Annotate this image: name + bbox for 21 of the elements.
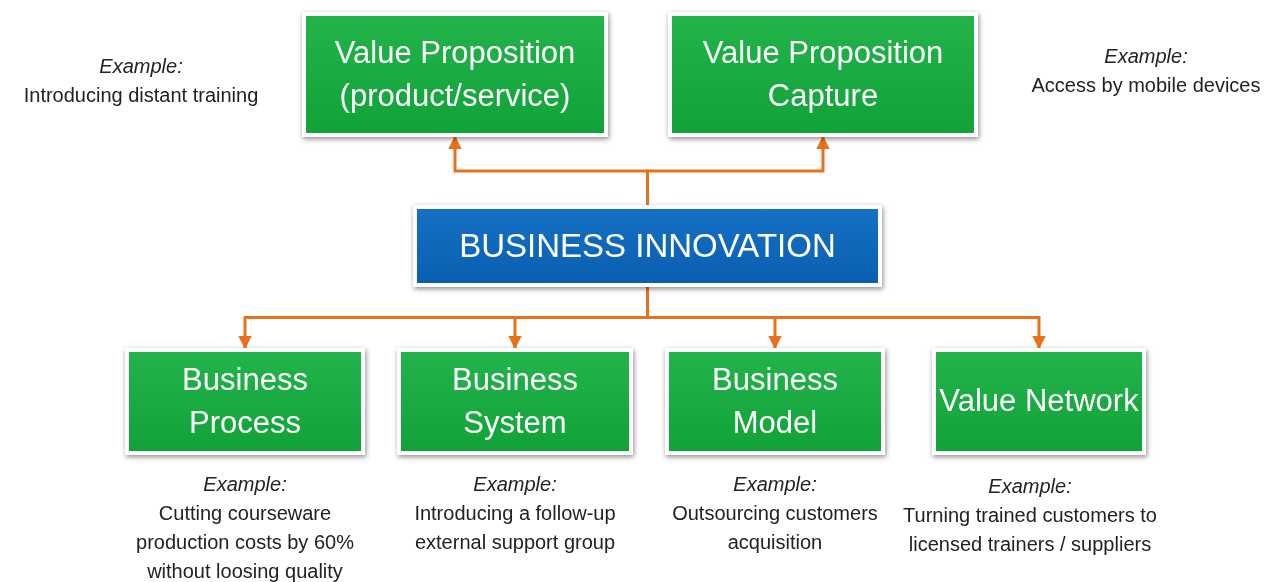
box-label: Business System <box>451 360 579 442</box>
example-text: Introducing a follow-up external support group <box>413 501 617 555</box>
example-heading: Example: <box>202 472 288 497</box>
box-label: Business Process <box>181 360 309 442</box>
example-text: Turning trained customers to licensed trainers / suppliers <box>902 503 1158 557</box>
box-label: Value Proposition (product/service) <box>333 33 577 115</box>
example-text: Access by mobile devices <box>1030 73 1262 98</box>
box-label: Value Network <box>939 382 1139 421</box>
example-heading: Example: <box>1103 44 1189 69</box>
example-text: Outsourcing customers acquisition <box>671 501 879 555</box>
arrow <box>646 287 1046 350</box>
example-heading: Example: <box>732 472 818 497</box>
box-label: BUSINESS INNOVATION <box>459 227 836 265</box>
example-heading: Example: <box>987 474 1073 499</box>
example-text: Cutting courseware production costs by 60% without loosing quality <box>135 501 355 582</box>
example-text: Introducing distant training <box>22 83 260 108</box>
example-heading: Example: <box>98 54 184 79</box>
box-label: Business Model <box>711 360 839 442</box>
example-heading: Example: <box>472 472 558 497</box>
box-label: Value Proposition Capture <box>701 33 945 115</box>
arrow <box>646 135 830 205</box>
